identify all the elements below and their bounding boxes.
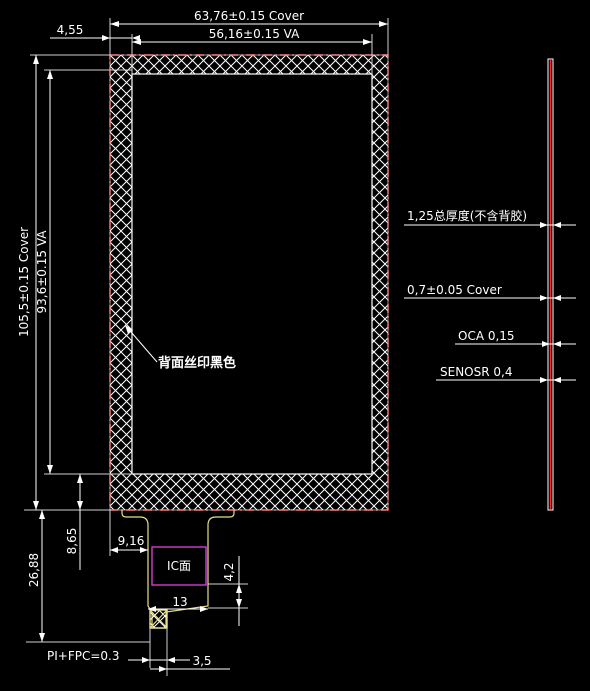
dim-total-thickness (404, 222, 576, 228)
stack-side-view (547, 58, 554, 511)
fpc-left-offset-label: 9,16 (118, 534, 145, 548)
va-height-label: 93,6±0.15 VA (35, 230, 49, 314)
back-print-leader (124, 324, 158, 363)
back-print-label: 背面丝印黑色 (158, 355, 236, 371)
ic-height-label: 4,2 (222, 562, 236, 581)
dim-fpc-total-height (26, 510, 150, 643)
stack-cover-label: 0,7±0.05 Cover (407, 283, 502, 297)
dim-pi-fpc (128, 628, 190, 668)
dim-va-width (131, 34, 373, 74)
stack-total-label: 1,25总厚度(不含背胶) (407, 208, 527, 223)
left-offset-label: 4,55 (57, 23, 84, 37)
cover-height-label: 105,5±0.15 Cover (17, 227, 31, 337)
dim-left-offset (50, 35, 140, 41)
dim-bottom-border (74, 473, 110, 570)
fpc-connector-pad (149, 609, 168, 629)
dim-fpc-left-offset (109, 510, 148, 556)
fpc-total-height-label: 26,88 (27, 553, 41, 587)
ic-box (151, 546, 207, 586)
cover-width-label: 63,76±0.15 Cover (194, 9, 304, 23)
dim-fpc-width (148, 606, 208, 612)
dim-cover-height (24, 54, 110, 511)
panel-border-hatch (110, 55, 388, 510)
stack-sensor-label: SENOSR 0,4 (440, 365, 512, 379)
dim-sensor (436, 377, 576, 383)
pi-fpc-label: PI+FPC=0.3 (47, 649, 120, 663)
dim-oca (455, 341, 576, 347)
pad-width-label: 3,5 (192, 654, 211, 668)
fpc-width-label: 13 (172, 595, 187, 609)
ic-face-label: IC面 (167, 559, 191, 573)
va-width-label: 56,16±0.15 VA (209, 27, 300, 41)
dim-pad-width (150, 640, 230, 676)
stack-oca-label: OCA 0,15 (458, 329, 515, 343)
dim-ic-height (208, 556, 248, 626)
viewing-area (131, 73, 373, 475)
dim-cover-thickness (404, 295, 576, 301)
dim-cover-width (109, 18, 389, 55)
bottom-border-label: 8,65 (65, 528, 79, 555)
